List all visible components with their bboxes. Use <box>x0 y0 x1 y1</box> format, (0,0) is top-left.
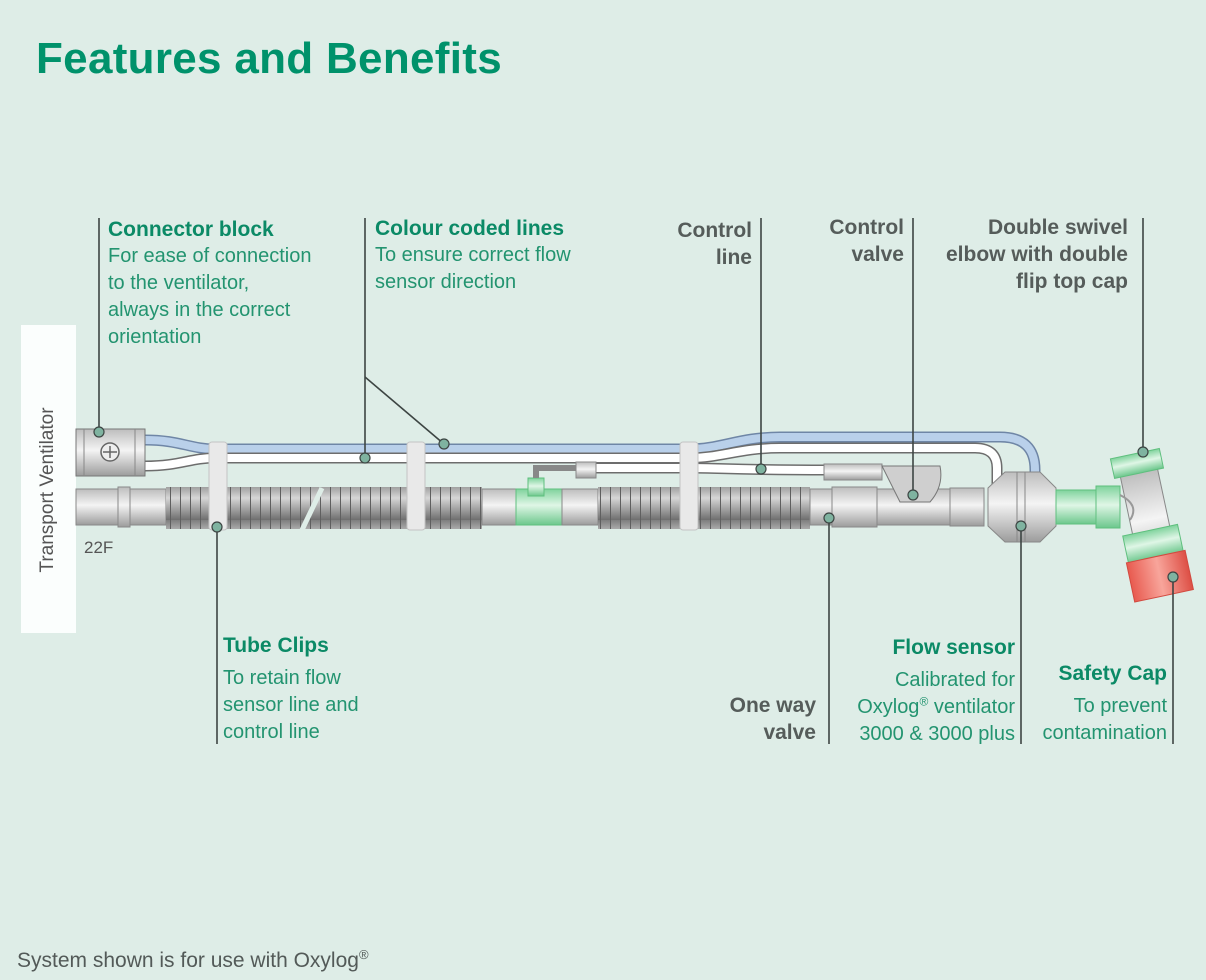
connector-block-text: always in the correct <box>108 299 291 321</box>
page-title: Features and Benefits <box>36 34 502 83</box>
control-line-heading: Control <box>677 219 752 242</box>
callout-connector-block: Connector block For ease of connection t… <box>108 216 311 351</box>
tube-clips-text: To retain flow <box>223 667 341 689</box>
control-valve-heading: Control <box>829 216 904 239</box>
connector-block-heading: Connector block <box>108 218 274 241</box>
callout-double-swivel-elbow: Double swivel elbow with double flip top… <box>946 214 1128 295</box>
control-valve-heading: valve <box>851 243 904 266</box>
dot-colour-line-blue <box>438 438 450 450</box>
transport-ventilator-panel <box>21 325 76 633</box>
tube-clips-text: sensor line and <box>223 694 359 716</box>
control-line-heading: line <box>715 246 752 269</box>
dot-one-way-valve <box>823 512 835 524</box>
connector-size-label: 22F <box>84 538 114 557</box>
safety-cap-text: To prevent <box>1073 695 1167 717</box>
callout-colour-coded-lines: Colour coded lines To ensure correct flo… <box>375 215 571 296</box>
registered-mark: ® <box>919 694 929 709</box>
main-tube <box>75 461 1121 543</box>
leader-lines <box>98 218 1174 744</box>
callout-control-line: Control line <box>677 217 752 271</box>
callout-tube-clips: Tube Clips To retain flow sensor line an… <box>223 632 359 746</box>
double-swivel-heading: Double swivel <box>987 216 1128 239</box>
callout-dots <box>93 426 1179 583</box>
connector-block-text: For ease of connection <box>108 245 312 267</box>
callout-safety-cap: Safety Cap To prevent contamination <box>1042 660 1167 747</box>
footer-note: System shown is for use with Oxylog® <box>17 947 369 973</box>
tube-clips-heading: Tube Clips <box>223 634 329 657</box>
tube-clips-text: control line <box>223 721 320 743</box>
double-swivel-heading: flip top cap <box>1016 270 1128 293</box>
connector-block-text: to the ventilator, <box>108 272 250 294</box>
connector-block <box>75 428 146 477</box>
elbow-and-safety-cap <box>1109 447 1194 603</box>
footer-text: System shown is for use with Oxylog <box>17 949 359 972</box>
tube-clips <box>208 441 699 531</box>
safety-cap-text: contamination <box>1042 722 1167 744</box>
dot-flow-sensor <box>1015 520 1027 532</box>
flow-sensor-text: Calibrated for <box>894 669 1015 691</box>
dot-connector-block <box>93 426 105 438</box>
dot-control-line <box>755 463 767 475</box>
oxylog-brand: Oxylog <box>857 696 920 718</box>
flow-sensor-text: Oxylog® ventilator <box>857 694 1015 721</box>
colour-coded-lines-heading: Colour coded lines <box>375 217 565 240</box>
connector-block-text: orientation <box>108 326 202 348</box>
colour-coded-lines-text: sensor direction <box>375 271 517 293</box>
dot-tube-clip <box>211 521 223 533</box>
dot-colour-line-white <box>359 452 371 464</box>
callout-control-valve: Control valve <box>829 214 904 268</box>
double-swivel-heading: elbow with double <box>946 243 1128 266</box>
colour-coded-lines-text: To ensure correct flow <box>375 244 571 266</box>
callout-flow-sensor: Flow sensor Calibrated for Oxylog® venti… <box>857 634 1015 748</box>
flow-sensor-heading: Flow sensor <box>892 636 1015 659</box>
dot-safety-cap <box>1167 571 1179 583</box>
one-way-valve-heading: One way <box>729 694 816 717</box>
one-way-valve-heading: valve <box>763 721 816 744</box>
safety-cap-heading: Safety Cap <box>1058 662 1167 685</box>
flow-sensor-text: 3000 & 3000 plus <box>859 723 1015 745</box>
dot-control-valve <box>907 489 919 501</box>
callout-one-way-valve: One way valve <box>730 692 816 746</box>
flow-sensor-text: ventilator <box>933 696 1015 718</box>
dot-double-swivel <box>1137 446 1149 458</box>
registered-mark: ® <box>358 947 369 962</box>
